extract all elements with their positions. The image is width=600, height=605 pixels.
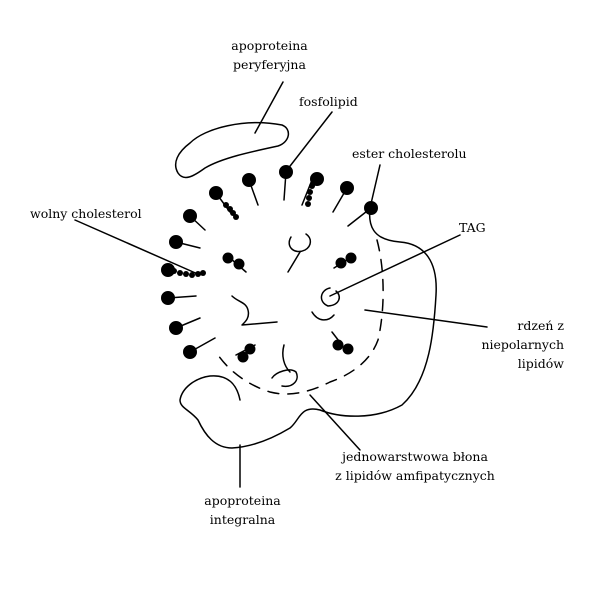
core-glyph-top [288,233,312,253]
label-tag: TAG [459,220,486,235]
integral-apoprotein-shape [179,206,437,449]
tag-glyph [320,287,341,307]
label-free-cholesterol: wolny cholesterol [30,206,142,221]
leader-peripheral-apoprotein [254,81,284,134]
label-integral-apoprotein: apoproteina integralna [204,493,281,527]
core-glyph-lower [282,344,291,373]
leader-core [364,309,488,328]
core-glyph-left [231,295,278,326]
monolayer-dashed-line [217,239,384,395]
core-glyph-mid [311,311,335,321]
leader-phospholipid [286,111,333,171]
leader-cholesterol-ester [369,164,381,209]
label-core: rdzeń z niepolarnych lipidów [481,318,564,371]
leader-tag [329,234,461,297]
label-cholesterol-ester: ester cholesterolu [352,146,467,161]
lipid-heads [161,165,378,363]
free-cholesterol-molecules [171,183,315,278]
leader-free-cholesterol [74,219,201,276]
leader-monolayer [309,394,361,451]
label-monolayer: jednowarstwowa błona z lipidów amfipatyc… [335,449,495,483]
core-glyph-top-tail [287,251,301,273]
label-peripheral-apoprotein: apoproteina peryferyjna [231,38,308,72]
label-phospholipid: fosfolipid [299,94,358,109]
peripheral-apoprotein-shape [174,122,290,179]
core-glyph-bottom [271,369,298,388]
